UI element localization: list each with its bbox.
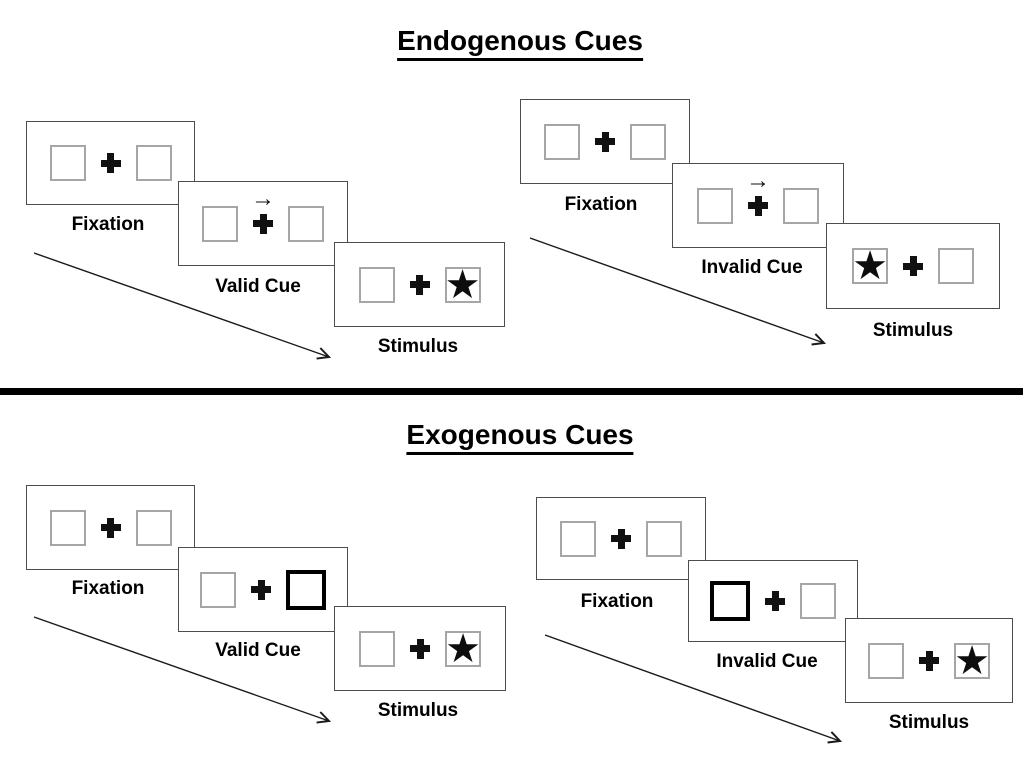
left-placeholder-square <box>697 187 733 224</box>
fixation-label: Fixation <box>564 194 638 215</box>
right-placeholder-square <box>646 520 682 557</box>
fixation-box <box>536 497 706 580</box>
stimulus-label: Stimulus <box>377 700 459 721</box>
cue-label: Invalid Cue <box>716 651 818 672</box>
endogenous-section-title: Endogenous Cues <box>397 25 643 62</box>
fixation-cross-icon <box>100 517 121 538</box>
fixation-cross-icon <box>611 528 631 549</box>
stimulus-box: ★ <box>826 223 1000 309</box>
star-icon: ★ <box>852 244 888 288</box>
cue-label: Invalid Cue <box>701 257 803 278</box>
left-placeholder-square <box>359 630 395 667</box>
cue-label: Valid Cue <box>215 276 301 297</box>
fixation-cross-icon <box>409 274 430 295</box>
cue-box <box>688 560 858 642</box>
cue-label: Valid Cue <box>215 640 301 661</box>
exogenous-section-title: Exogenous Cues <box>406 419 634 456</box>
cue-box: → <box>178 181 348 266</box>
cue-arrow-icon: → <box>746 166 770 194</box>
fixation-cross-icon <box>765 591 785 611</box>
cue-box <box>178 547 348 632</box>
fixation-cross-icon <box>100 153 121 173</box>
cue-box: → <box>672 163 844 248</box>
star-icon: ★ <box>445 626 481 671</box>
star-icon: ★ <box>444 262 481 307</box>
timeline-arrow <box>33 252 332 360</box>
right-placeholder-square <box>938 248 974 284</box>
fixation-cross-icon: → <box>746 168 770 216</box>
stimulus-label: Stimulus <box>888 712 970 733</box>
left-placeholder-square <box>868 642 904 679</box>
right-target-square: ★ <box>445 626 481 671</box>
left-placeholder-square <box>49 145 86 181</box>
fixation-cross-icon <box>919 650 939 671</box>
right-placeholder-square <box>135 145 172 181</box>
right-placeholder-square <box>800 583 836 619</box>
fixation-label: Fixation <box>71 214 145 235</box>
stimulus-label: Stimulus <box>872 320 954 341</box>
fixation-box <box>26 485 195 570</box>
right-target-square: ★ <box>954 638 990 683</box>
stimulus-box: ★ <box>845 618 1013 703</box>
fixation-label: Fixation <box>580 591 654 612</box>
fixation-cross-icon: → <box>251 186 275 234</box>
left-placeholder-square <box>358 266 395 303</box>
fixation-box <box>26 121 195 205</box>
right-cue-highlight-square <box>286 569 326 610</box>
star-icon: ★ <box>954 638 990 683</box>
cue-arrow-icon: → <box>251 184 275 212</box>
left-placeholder-square <box>544 123 580 160</box>
fixation-cross-icon <box>595 131 615 152</box>
left-target-square: ★ <box>852 244 888 288</box>
right-placeholder-square <box>288 205 324 242</box>
stimulus-label: Stimulus <box>377 336 459 357</box>
right-placeholder-square <box>630 123 666 160</box>
timeline-arrow <box>529 237 827 346</box>
fixation-cross-icon <box>410 638 430 659</box>
fixation-box <box>520 99 690 184</box>
stimulus-box: ★ <box>334 242 505 327</box>
left-placeholder-square <box>560 520 596 557</box>
left-placeholder-square <box>202 205 238 242</box>
fixation-cross-icon <box>251 579 271 600</box>
right-placeholder-square <box>135 509 172 546</box>
fixation-cross-icon <box>903 256 923 276</box>
stimulus-box: ★ <box>334 606 506 691</box>
fixation-label: Fixation <box>71 578 145 599</box>
left-placeholder-square <box>49 509 86 546</box>
left-cue-highlight-square <box>710 581 750 621</box>
timeline-arrow <box>33 616 332 724</box>
left-placeholder-square <box>200 571 236 608</box>
section-divider <box>0 388 1023 395</box>
right-target-square: ★ <box>444 262 481 307</box>
right-placeholder-square <box>783 187 819 224</box>
